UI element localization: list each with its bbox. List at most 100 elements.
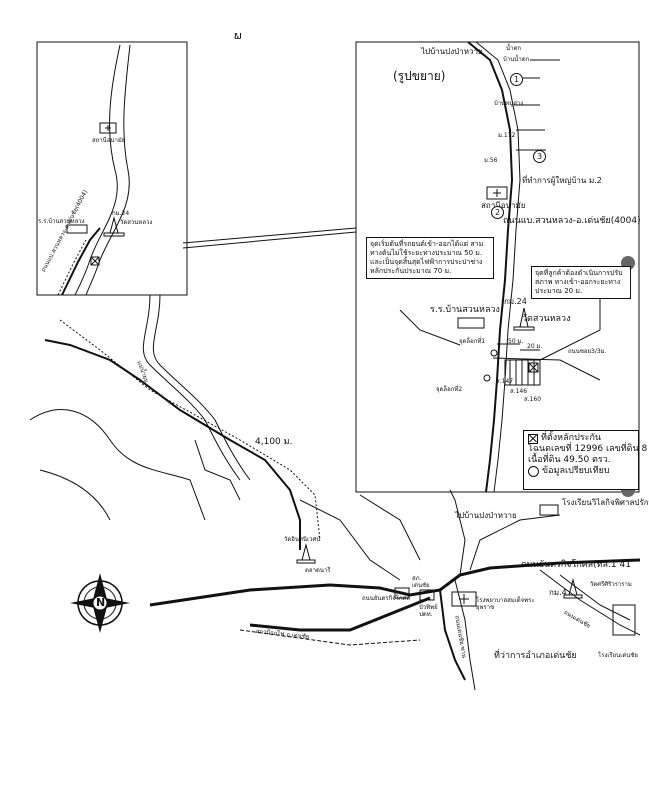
compare-circle-icon	[528, 466, 539, 477]
left-temple-icon	[103, 216, 125, 237]
right-main-road	[467, 41, 514, 493]
label-health-station-left: สถานีอนามัย	[92, 137, 126, 144]
label-wat-left: วัดสวนหลวง	[120, 219, 153, 226]
label-km24-inset: กม.24	[504, 297, 527, 306]
label-sak-den-chai: สภ. เด่นชัย	[412, 575, 430, 589]
label-road-interchange: ถนนยันตรกิจโกศล	[362, 595, 411, 602]
legend-row-compare: ข้อมูลเปรียบเทียบ	[528, 466, 634, 477]
right-inset-frame	[355, 41, 640, 493]
inset-connector	[182, 231, 357, 249]
site-marker-icon	[528, 433, 538, 444]
label-lane3: ถนนซอย3/3ม.	[568, 348, 607, 355]
main-road-dotted	[59, 319, 321, 541]
circle-number-1: 1	[510, 73, 523, 86]
label-road-yantra: ถนนยันตรกิจโกศล(ทล.1 41	[521, 560, 631, 570]
label-road-4004-inset: ถนนแบ.สวนหลวง-อ.เด่นชัย(4004)	[503, 216, 641, 226]
label-50m: 50 ม.	[508, 338, 524, 345]
road-east	[559, 574, 631, 621]
school-east-icon	[612, 604, 636, 636]
left-road-dotted	[57, 239, 87, 296]
right-branch-road	[539, 295, 601, 361]
label-wat-intha: วัดอินทนิเวศน์	[284, 536, 321, 543]
inset-connector	[182, 227, 357, 244]
left-inset-frame	[36, 41, 188, 296]
wat-intha-icon	[296, 543, 316, 564]
label-m172: ม.172	[498, 132, 516, 139]
left-health-station-icon	[99, 122, 117, 134]
label-km4: กม.4	[549, 588, 567, 597]
callout-customer-access: จุดที่ลูกค้าต้องดำเนินการปรับสภาพ ทางเข้…	[531, 266, 631, 299]
legend-row-area: เนื้อที่ดิน 49.50 ตรว.	[528, 455, 634, 466]
legend-row-site: ที่ตั้งหลักประกัน	[528, 433, 634, 444]
label-p147: ส.147	[496, 378, 514, 385]
label-wat-sri: วัดศรีศิริวราราม	[590, 581, 632, 588]
road-north-right	[449, 489, 466, 576]
legend-item-area: เนื้อที่ดิน 49.50 ตรว.	[528, 455, 611, 465]
left-road	[61, 227, 101, 296]
river-lower	[152, 294, 251, 481]
road-north-right	[469, 514, 561, 571]
legend-item-deed: โฉนดเลขที่ 12996 เลขที่ดิน 8	[528, 444, 648, 454]
left-site-marker-icon	[90, 256, 100, 266]
minor-road	[359, 494, 421, 561]
minor-road	[39, 469, 111, 521]
label-ban-nam-tok: บ้านน้ำตก	[503, 56, 530, 63]
label-school-inset: ร.ร.บ้านสวนหลวง	[430, 305, 500, 315]
north-arrow-icon	[70, 573, 130, 633]
right-health-station-icon	[486, 186, 508, 200]
checkpoint-2-icon	[483, 374, 491, 382]
label-to-ban-pasai-bottom: ไปบ้านปงป่าหวาย	[455, 511, 517, 520]
legend-item-compare: ข้อมูลเปรียบเทียบ	[542, 466, 610, 476]
right-school-icon	[457, 317, 485, 329]
inset-title: (รูปขยาย)	[393, 69, 446, 83]
label-north: N	[96, 596, 106, 609]
label-checkpoint-1: จุดล็อกที่1	[459, 338, 486, 345]
label-school-bottom-right: โรงเรียนวิไลกิจพิศาลปรักษ์	[562, 498, 649, 507]
label-wat-inset: วัดสวนหลวง	[522, 314, 571, 324]
label-km24-left: กม.24	[112, 210, 130, 217]
minor-road	[299, 499, 401, 581]
label-ban-mun: บ้านหมูล่าง	[494, 100, 524, 107]
highway-main	[149, 558, 641, 607]
circle-number-3: 3	[533, 150, 546, 163]
road-south	[439, 589, 466, 681]
legend-item-site: ที่ตั้งหลักประกัน	[541, 433, 602, 443]
label-school-den-chai: โรงเรียนเด่นชัย	[598, 652, 638, 659]
left-river	[85, 44, 131, 296]
left-school-icon	[66, 224, 88, 234]
main-road-4004	[44, 339, 301, 550]
label-checkpoint-2: จุดล็อกที่2	[436, 386, 463, 393]
label-school-left: ร.ร.บ้านสวนหลวง	[38, 218, 85, 225]
railway	[239, 629, 421, 646]
checkpoint-1-icon	[490, 349, 498, 357]
label-village-head-office: ที่ทำการผู้ใหญ่บ้าน ม.2	[522, 176, 602, 185]
pttn-icon	[394, 587, 410, 599]
right-main-road-edge	[475, 41, 521, 493]
hospital-icon	[451, 591, 477, 607]
school-lower-icon	[539, 504, 559, 516]
label-market: ตลาดนารี	[305, 567, 331, 574]
road-east	[539, 569, 641, 636]
wat-sri-icon	[563, 578, 583, 599]
label-distance-4100: 4,100 ม.	[255, 437, 293, 447]
label-m56: ม.56	[484, 157, 498, 164]
left-river	[74, 44, 121, 296]
label-district-office: ที่ว่าการอำเภอเด่นชัย	[494, 651, 577, 661]
minor-road	[29, 409, 206, 521]
north-top-mark: ພ	[234, 29, 242, 42]
road-south	[454, 579, 476, 691]
right-temple-icon	[513, 307, 535, 331]
label-to-ban-pasai-top: ไปบ้านปงป่าหวาย	[421, 47, 483, 56]
label-p160: ส.160	[524, 396, 542, 403]
right-branch-road	[492, 357, 601, 381]
label-20m: 20 ม.	[527, 343, 543, 350]
label-hospital: โรงพยาบาลสมเด็จพระยุพราช	[476, 597, 535, 611]
label-pttn: บัวทิพย์ ปตท.	[419, 604, 438, 618]
right-site-marker-icon	[528, 362, 539, 373]
label-p146: ส.146	[510, 388, 528, 395]
label-nam-tok: น้ำตก	[506, 45, 521, 52]
callout-start-point: จุดเริ่มต้นที่รถยนต์เข้า-ออกได้แต่ สามทา…	[366, 237, 494, 279]
police-icon	[419, 589, 435, 601]
label-health-station-inset: สถานีอนามัย	[481, 201, 526, 210]
